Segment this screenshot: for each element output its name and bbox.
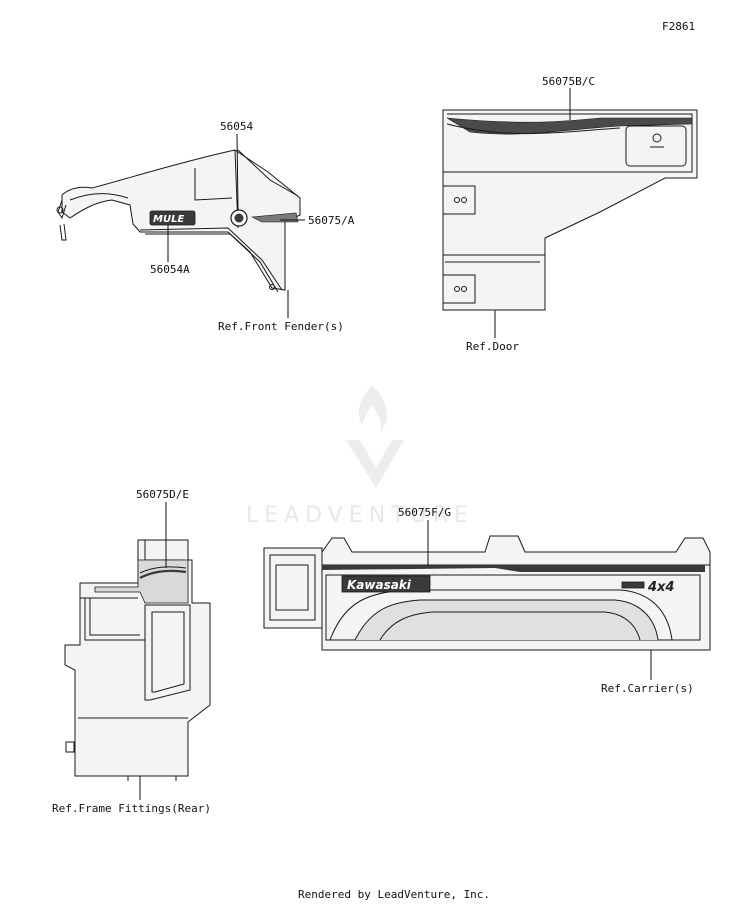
decal-56054a-mule: MULE [149,210,196,226]
footer-credit: Rendered by LeadVenture, Inc. [298,888,490,901]
rear-panel-part [64,539,211,781]
callout-56075de: 56075D/E [136,488,189,501]
ref-door: Ref.Door [466,340,519,353]
callout-56075a: 56075/A [308,214,355,227]
watermark-text: LEADVENTURE [246,503,474,528]
ref-carrier: Ref.Carrier(s) [601,682,694,695]
front-fender-part: MULE [56,149,301,293]
mule-decal-text: MULE [153,214,184,225]
watermark: LEADVENTURE [246,385,474,528]
kawasaki-decal-text: Kawasaki [347,578,412,592]
callout-56054: 56054 [220,120,253,133]
ref-front-fender: Ref.Front Fender(s) [218,320,344,333]
carrier-part: Kawasaki 4x4 [263,535,711,651]
watermark-v-icon [346,440,404,488]
decal-56054-emblem [230,209,248,227]
four-by-four-decal-text: 4x4 [647,580,674,595]
door-part [442,109,698,311]
ref-frame-fittings: Ref.Frame Fittings(Rear) [52,802,211,815]
decal-56075fg-stripe [322,565,705,572]
watermark-flame-icon [358,385,387,432]
decal-56075bc-stripe [446,117,693,135]
figure-code: F2861 [662,20,695,33]
decal-kawasaki-logo: Kawasaki [341,575,431,593]
callout-56075bc: 56075B/C [542,75,595,88]
callout-56075fg: 56075F/G [398,506,451,519]
decal-4x4: 4x4 [621,580,674,595]
callout-56054a: 56054A [150,263,190,276]
